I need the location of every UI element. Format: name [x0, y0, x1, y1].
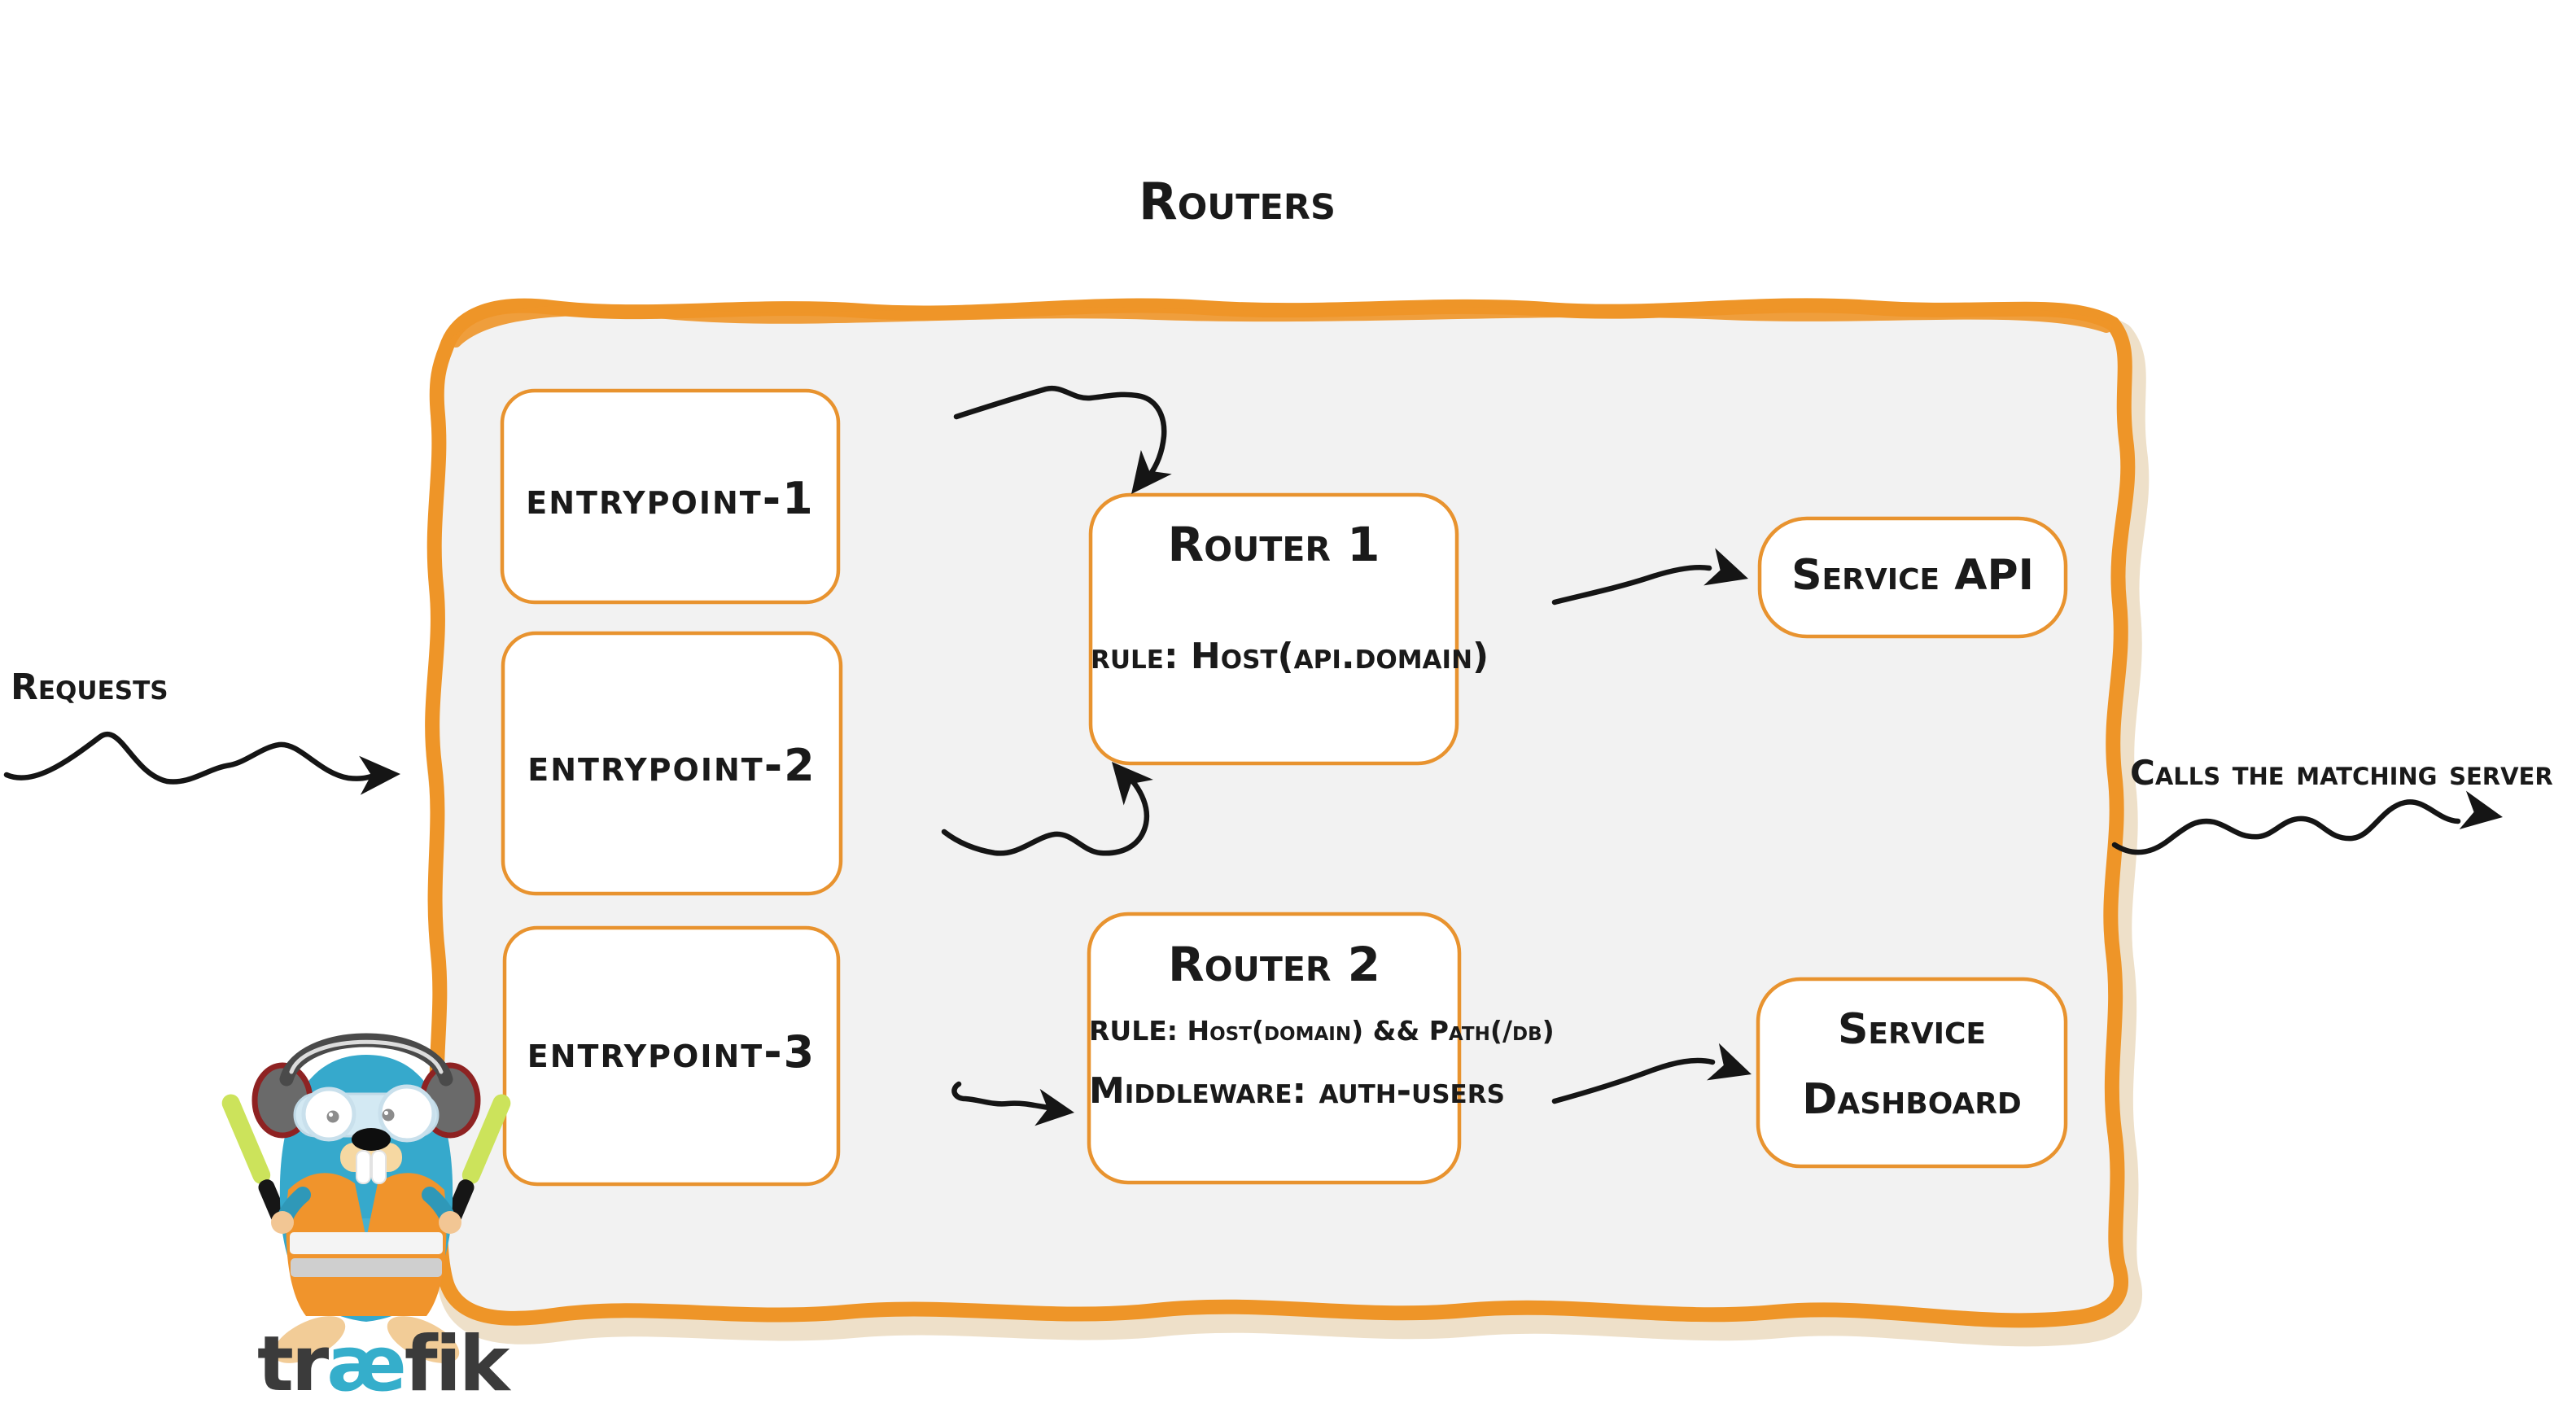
wordmark-ae: æ [326, 1320, 406, 1408]
router-1-rule: rule: Host(api.domain) [1091, 636, 1489, 677]
entrypoint-1-label: entrypoint-1 [526, 473, 815, 524]
service-dashboard-box [1756, 977, 2068, 1169]
entrypoint-1-to-router-1-arrow [953, 385, 1172, 494]
service-dashboard-label-line1: Service [1837, 1005, 1987, 1054]
requests-arrow [3, 732, 400, 795]
entrypoint-3-label: entrypoint-3 [527, 1026, 816, 1078]
entrypoint-2-to-router-1-arrow [941, 762, 1153, 856]
router-1-box [1088, 492, 1459, 766]
router-2-rule: RULE: Host(domain) && Path(/db) [1089, 1015, 1555, 1047]
router-2-title: Router 2 [1168, 937, 1380, 992]
wordmark-fik: fik [404, 1320, 510, 1408]
calls-matching-server-label: Calls the matching server [2130, 753, 2553, 793]
diagram-title: Routers [1139, 172, 1336, 231]
router-1-to-service-api-arrow [1551, 548, 1748, 606]
router-2-middleware: Middleware: auth-users [1089, 1070, 1505, 1112]
panel-border-accent [450, 304, 2112, 348]
entrypoint-3-to-router-2-arrow [951, 1081, 1074, 1126]
entrypoint-2-box [501, 631, 843, 896]
wordmark-tr: tr [257, 1320, 329, 1408]
service-api-label: Service API [1791, 551, 2034, 600]
calls-matching-server-arrow [2111, 790, 2503, 855]
entrypoint-3-box [502, 925, 841, 1187]
service-api-box [1757, 516, 2068, 639]
traefik-wordmark: træfik [257, 1327, 510, 1403]
router-1-title: Router 1 [1167, 517, 1380, 572]
requests-label: Requests [11, 667, 168, 708]
service-dashboard-label-line2: Dashboard [1802, 1075, 2022, 1124]
entrypoint-1-box [500, 388, 841, 605]
entrypoint-2-label: entrypoint-2 [527, 740, 816, 791]
traefik-gopher-icon [221, 1033, 511, 1363]
router-2-box [1087, 912, 1462, 1185]
router-2-to-service-dashboard-arrow [1551, 1043, 1752, 1104]
